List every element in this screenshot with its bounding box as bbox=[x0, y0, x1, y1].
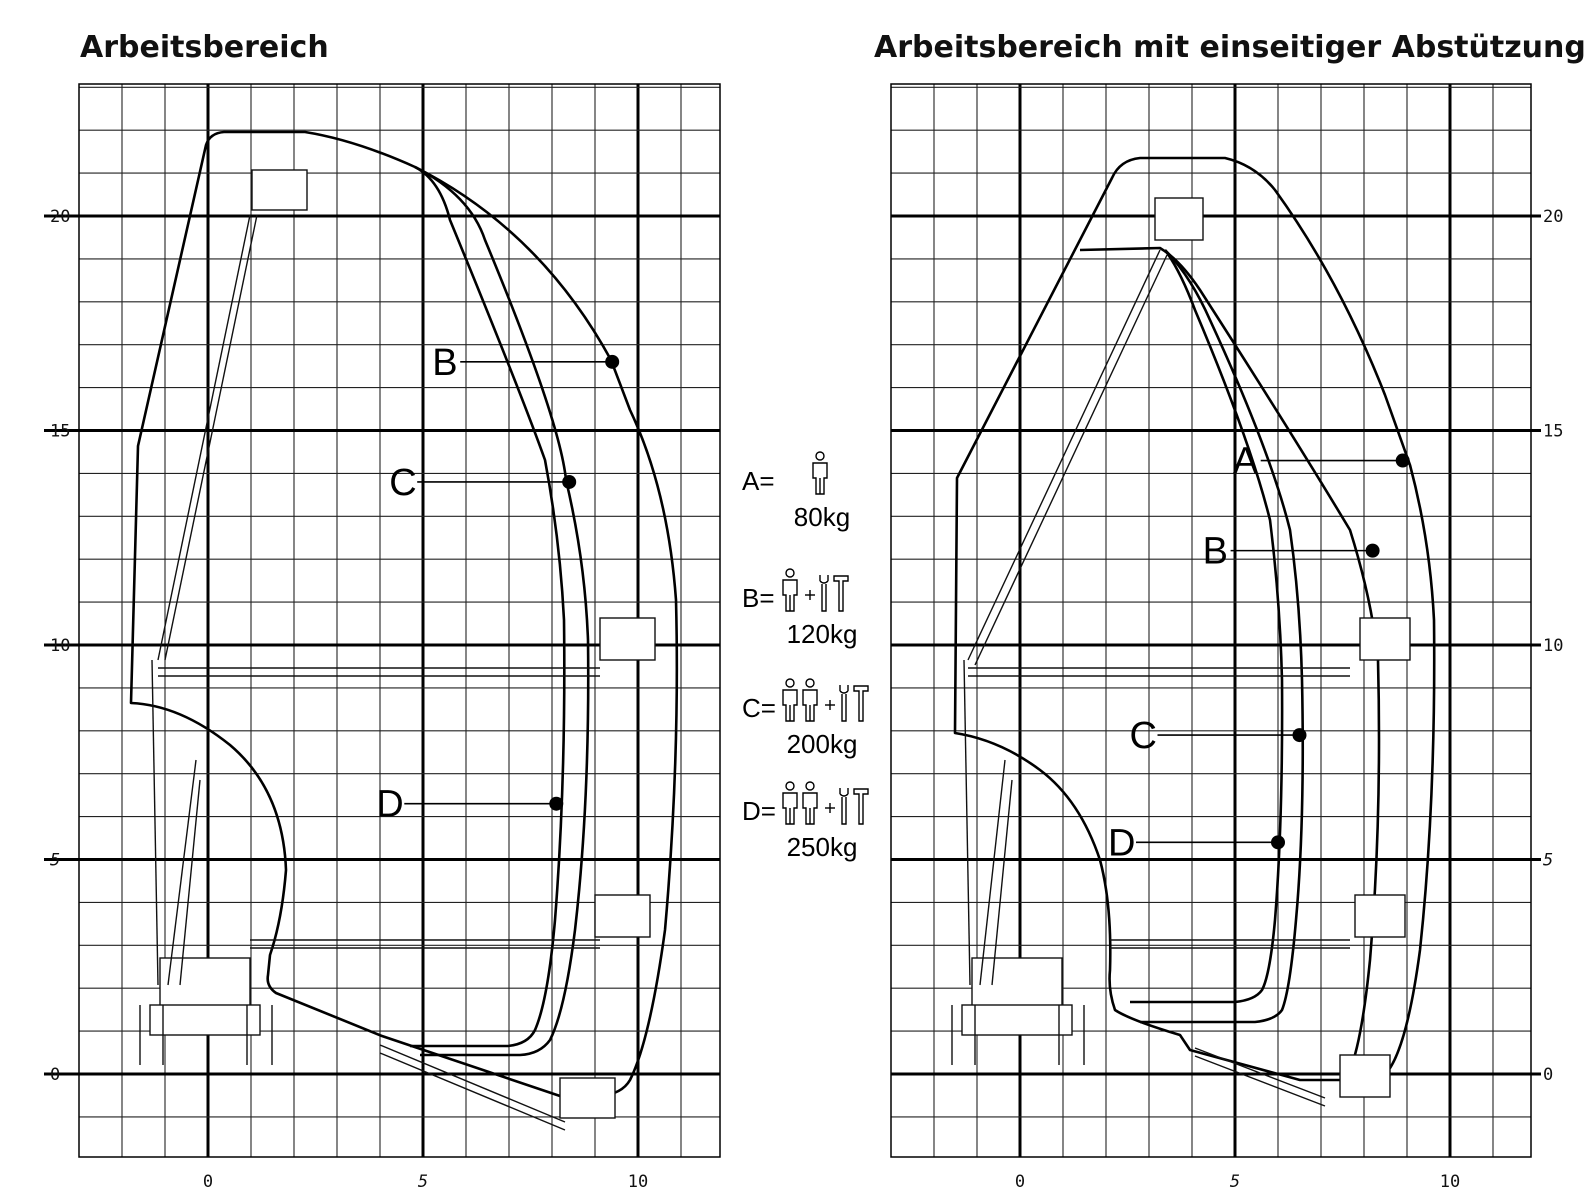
right-basket-bottom bbox=[1339, 1054, 1391, 1098]
left-y-tick-label: 20 bbox=[50, 207, 70, 227]
person-icon bbox=[802, 781, 818, 825]
left-basket-10 bbox=[599, 617, 656, 661]
curve-b-marker bbox=[1365, 543, 1380, 558]
plus-icon bbox=[825, 803, 835, 813]
curve-c-label: C bbox=[1130, 715, 1157, 757]
right-platform-machine bbox=[951, 197, 1411, 1107]
left-basket-bottom bbox=[559, 1077, 616, 1119]
curve-d-label: D bbox=[376, 784, 403, 826]
left-x-tick-label: 10 bbox=[628, 1172, 648, 1192]
left-envelope-d bbox=[410, 165, 566, 1048]
legend-key: B= bbox=[742, 583, 775, 613]
left-basket-3 bbox=[594, 894, 651, 938]
curve-a-label: A bbox=[1233, 441, 1259, 483]
left-upper-boom bbox=[157, 214, 251, 661]
right-curve-labels: A B C D bbox=[1108, 441, 1410, 864]
wrench-hammer-icon bbox=[819, 575, 849, 612]
wrench-hammer-icon bbox=[839, 685, 869, 722]
right-x-tick-label: 5 bbox=[1230, 1172, 1240, 1192]
left-platform-machine bbox=[139, 169, 656, 1131]
legend-weight: 120kg bbox=[787, 619, 858, 649]
right-y-tick-label: 20 bbox=[1543, 207, 1563, 227]
left-y-tick-label: 0 bbox=[50, 1065, 60, 1085]
right-y-tick-label: 15 bbox=[1543, 422, 1563, 442]
legend-item-d: D= 250kg bbox=[742, 781, 869, 862]
right-vehicle-chassis bbox=[961, 1004, 1073, 1036]
right-y-tick-label: 5 bbox=[1543, 851, 1553, 871]
right-envelope-b bbox=[1079, 246, 1381, 1071]
right-basket-top bbox=[1154, 197, 1204, 241]
legend-weight: 200kg bbox=[787, 729, 858, 759]
right-envelope-a bbox=[953, 156, 1436, 1082]
curve-b-label: B bbox=[1203, 531, 1228, 573]
curve-a-marker bbox=[1395, 453, 1410, 468]
right-working-range-panel: 0 5 10 0 5 10 15 20 bbox=[890, 83, 1564, 1192]
curve-b-marker bbox=[605, 354, 620, 369]
left-y-tick-label: 15 bbox=[50, 422, 70, 442]
legend-key: A= bbox=[742, 466, 775, 496]
left-basket-top bbox=[251, 169, 308, 211]
legend-weight: 250kg bbox=[787, 832, 858, 862]
curve-b-label: B bbox=[432, 342, 457, 384]
person-icon bbox=[782, 568, 798, 612]
right-upper-boom bbox=[967, 249, 1161, 661]
left-envelope-c bbox=[414, 165, 590, 1057]
right-axis-ticks: 0 5 10 0 5 10 15 20 bbox=[1015, 207, 1564, 1192]
right-basket-10 bbox=[1359, 617, 1411, 661]
right-envelope-d bbox=[1130, 249, 1284, 1004]
legend-key: C= bbox=[742, 693, 776, 723]
left-grid bbox=[44, 84, 720, 1157]
left-curve-labels: B C D bbox=[376, 342, 620, 826]
title-right: Arbeitsbereich mit einseitiger Abstützun… bbox=[874, 30, 1586, 65]
right-x-tick-label: 10 bbox=[1440, 1172, 1460, 1192]
right-lower-boom bbox=[963, 659, 971, 986]
left-frame bbox=[78, 83, 721, 1158]
right-y-tick-label: 10 bbox=[1543, 636, 1563, 656]
plus-icon bbox=[805, 590, 815, 600]
right-vehicle-body bbox=[971, 957, 1063, 1009]
wrench-hammer-icon bbox=[839, 788, 869, 825]
left-y-tick-label: 5 bbox=[50, 851, 60, 871]
curve-c-label: C bbox=[389, 462, 416, 504]
left-vehicle-body bbox=[159, 957, 251, 1009]
legend-key: D= bbox=[742, 796, 776, 826]
left-lower-boom bbox=[151, 659, 159, 986]
right-basket-3 bbox=[1354, 894, 1406, 938]
curve-c-marker bbox=[1292, 728, 1307, 743]
right-downward-boom bbox=[1194, 1047, 1326, 1099]
curve-d-label: D bbox=[1108, 822, 1135, 864]
plus-icon bbox=[825, 700, 835, 710]
left-downward-boom bbox=[379, 1044, 566, 1123]
right-y-tick-label: 0 bbox=[1543, 1065, 1553, 1085]
legend-weight: 80kg bbox=[794, 502, 850, 532]
left-vehicle-chassis bbox=[149, 1004, 261, 1036]
left-axis-ticks: 0 5 10 0 5 10 15 20 bbox=[50, 207, 648, 1192]
left-x-tick-label: 5 bbox=[418, 1172, 428, 1192]
legend-item-b: B= 120kg bbox=[742, 568, 858, 649]
title-left: Arbeitsbereich bbox=[80, 30, 329, 65]
left-working-range-panel: 0 5 10 0 5 10 15 20 bbox=[44, 83, 721, 1192]
curve-c-marker bbox=[562, 474, 577, 489]
right-x-tick-label: 0 bbox=[1015, 1172, 1025, 1192]
left-y-tick-label: 10 bbox=[50, 636, 70, 656]
legend-item-c: C= 200kg bbox=[742, 678, 869, 759]
person-icon bbox=[812, 451, 828, 495]
person-icon bbox=[802, 678, 818, 722]
person-icon bbox=[782, 678, 798, 722]
person-icon bbox=[782, 781, 798, 825]
curve-d-marker bbox=[1271, 835, 1285, 850]
left-x-tick-label: 0 bbox=[203, 1172, 213, 1192]
curve-d-marker bbox=[549, 796, 564, 811]
right-frame bbox=[890, 83, 1532, 1158]
legend-item-a: A= 80kg bbox=[742, 451, 850, 532]
